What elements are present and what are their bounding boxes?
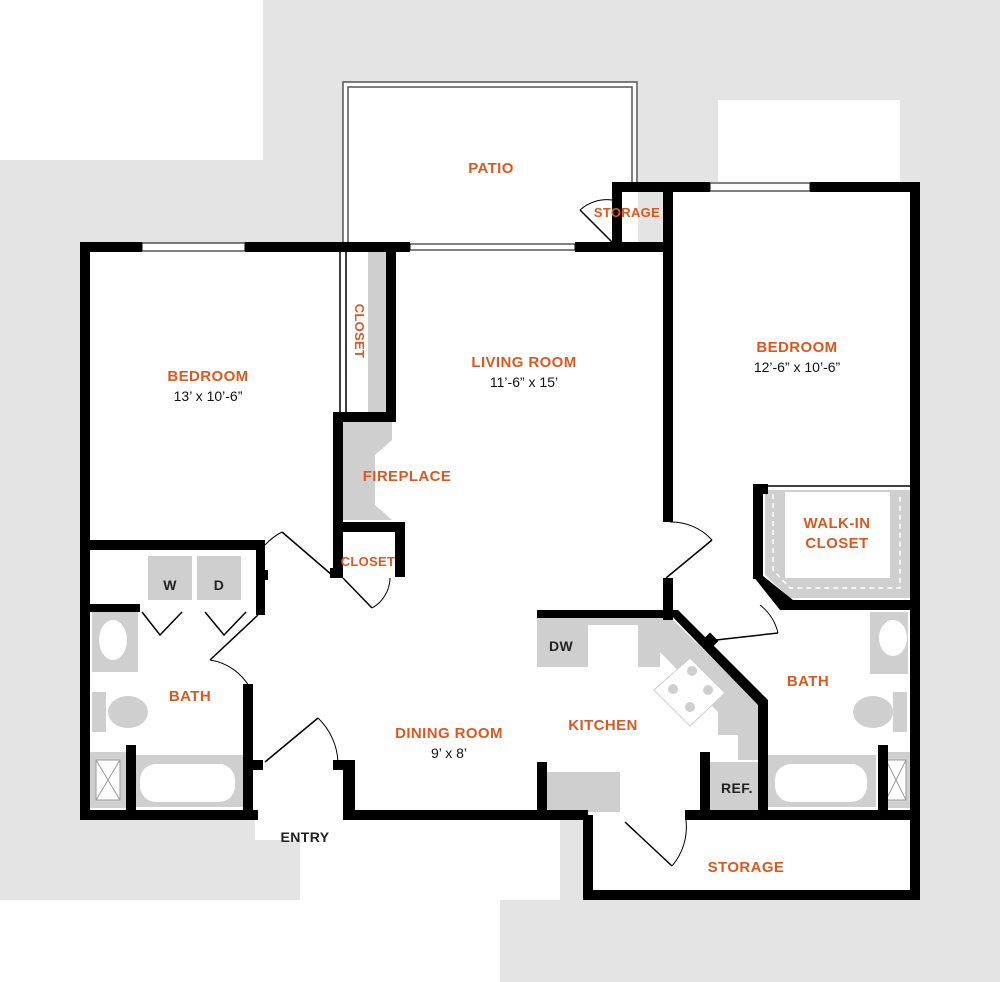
patio-railing xyxy=(342,81,638,246)
bath-right-label: BATH xyxy=(787,673,829,690)
fireplace-label: FIREPLACE xyxy=(363,468,452,485)
refrigerator xyxy=(710,762,765,810)
walls xyxy=(80,182,920,900)
dishwasher-label: DW xyxy=(549,638,574,654)
sink-bowl-left xyxy=(99,620,127,660)
walk-in-closet-label-2: CLOSET xyxy=(805,535,868,552)
refrigerator-label: REF. xyxy=(721,780,753,796)
tub-basin-left xyxy=(140,764,235,802)
toilet-tank-left xyxy=(92,692,106,732)
toilet-bowl-right xyxy=(853,696,893,728)
storage-bottom-label: STORAGE xyxy=(708,859,785,876)
living-room-size: 11’-6” x 15’ xyxy=(490,374,558,390)
fixtures xyxy=(90,252,912,812)
kitchen-pantry xyxy=(545,772,620,812)
doors xyxy=(141,199,910,867)
kitchen-label: KITCHEN xyxy=(568,717,637,734)
bedroom-left-label: BEDROOM xyxy=(167,368,248,385)
toilet-tank-right xyxy=(893,692,907,732)
washer-label: W xyxy=(163,577,177,593)
patio-label: PATIO xyxy=(468,160,514,177)
walk-in-closet-label-1: WALK-IN xyxy=(804,515,871,532)
closet-left-label: CLOSET xyxy=(352,304,367,359)
closet-left-shelf xyxy=(368,252,386,412)
closet-entry-label: CLOSET xyxy=(341,554,396,569)
bedroom-left-size: 13’ x 10’-6” xyxy=(174,388,243,404)
washer xyxy=(148,556,192,600)
fireplace-hearth xyxy=(343,420,392,520)
room-labels: PATIO STORAGE BEDROOM 13’ x 10’-6” CLOSE… xyxy=(163,160,870,876)
dining-room-label: DINING ROOM xyxy=(395,725,503,742)
dishwasher xyxy=(540,626,582,666)
dining-room-size: 9’ x 8’ xyxy=(431,745,467,761)
kitchen-sink xyxy=(588,625,638,667)
stove xyxy=(653,657,726,727)
apartment-interior xyxy=(82,82,918,900)
entry-label: ENTRY xyxy=(281,829,330,845)
dryer xyxy=(197,556,241,600)
patio-storage-label: STORAGE xyxy=(594,205,660,220)
bedroom-right-size: 12’-6” x 10’-6” xyxy=(754,359,841,375)
dryer-label: D xyxy=(214,577,225,593)
bath-left-label: BATH xyxy=(169,688,211,705)
living-room-label: LIVING ROOM xyxy=(471,354,576,371)
bedroom-right-label: BEDROOM xyxy=(756,339,837,356)
toilet-bowl-left xyxy=(108,696,148,728)
